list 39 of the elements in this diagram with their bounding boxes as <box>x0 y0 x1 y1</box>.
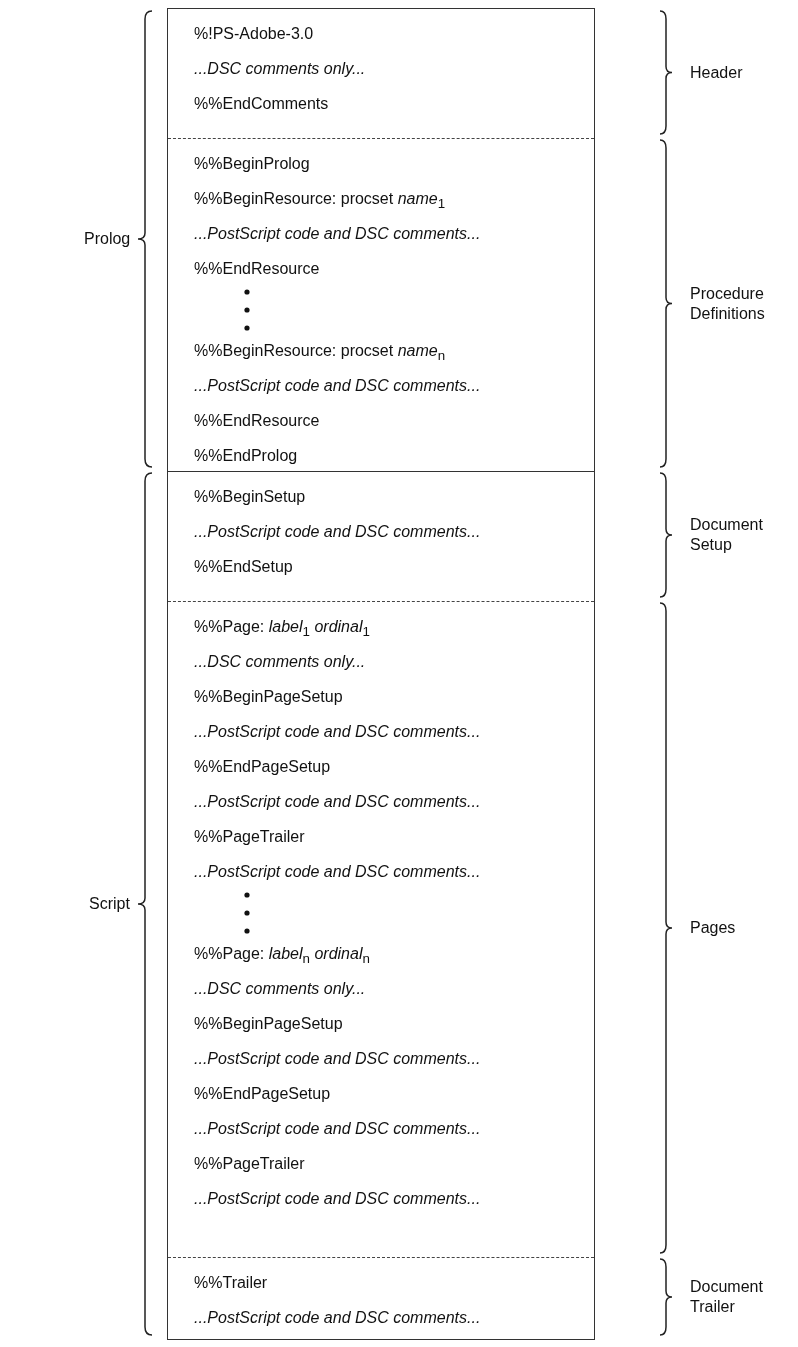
section-label: Header <box>690 62 744 83</box>
dsc-comment: %%EndPageSetup <box>194 1084 331 1104</box>
dsc-comment: %%Page: label$_{n}$ ordinal$_{n}$ <box>194 944 370 969</box>
placeholder-text: ...PostScript code and DSC comments... <box>194 1308 481 1328</box>
dsc-comment: %%BeginPageSetup <box>194 1014 343 1034</box>
placeholder-text: ...DSC comments only... <box>194 652 366 672</box>
dsc-comment: %%BeginResource: procset name$_{1}$ <box>194 189 446 214</box>
group-label: Prolog <box>84 229 131 249</box>
placeholder-text: ...DSC comments only... <box>194 979 366 999</box>
dsc-comment: %%EndSetup <box>194 557 293 577</box>
placeholder-text: ...PostScript code and DSC comments... <box>194 1049 481 1069</box>
placeholder-text: ...PostScript code and DSC comments... <box>194 862 481 882</box>
placeholder-text: ...PostScript code and DSC comments... <box>194 522 481 542</box>
dsc-comment: %%EndPageSetup <box>194 757 331 777</box>
group-label: Script <box>89 894 130 914</box>
dsc-comment: %%BeginProlog <box>194 154 310 174</box>
placeholder-text: ...PostScript code and DSC comments... <box>194 722 481 742</box>
dsc-comment: %%EndResource <box>194 259 320 279</box>
dsc-comment: %%Trailer <box>194 1273 268 1293</box>
placeholder-text: ...DSC comments only... <box>194 59 366 79</box>
section-label: Document Trailer <box>690 1277 764 1317</box>
dsc-comment: %%PageTrailer <box>194 1154 305 1174</box>
dsc-comment: %%EndComments <box>194 94 329 114</box>
dsc-comment: %%BeginPageSetup <box>194 687 343 707</box>
placeholder-text: ...PostScript code and DSC comments... <box>194 1189 481 1209</box>
dsc-comment: %!PS-Adobe-3.0 <box>194 24 314 44</box>
placeholder-text: ...PostScript code and DSC comments... <box>194 792 481 812</box>
section-label: Procedure Definitions <box>690 283 766 324</box>
dsc-comment: %%BeginSetup <box>194 487 306 507</box>
dsc-comment: %%EndProlog <box>194 446 298 466</box>
dsc-comment: %%PageTrailer <box>194 827 305 847</box>
section-label: Document Setup <box>690 515 764 555</box>
dsc-comment: %%Page: label$_{1}$ ordinal$_{1}$ <box>194 617 370 642</box>
placeholder-text: ...PostScript code and DSC comments... <box>194 1119 481 1139</box>
dsc-comment: %%BeginResource: procset name$_{n}$ <box>194 341 446 366</box>
placeholder-text: ...PostScript code and DSC comments... <box>194 376 481 396</box>
dsc-comment: %%EndResource <box>194 411 320 431</box>
section-label: Pages <box>690 918 737 938</box>
placeholder-text: ...PostScript code and DSC comments... <box>194 224 481 244</box>
